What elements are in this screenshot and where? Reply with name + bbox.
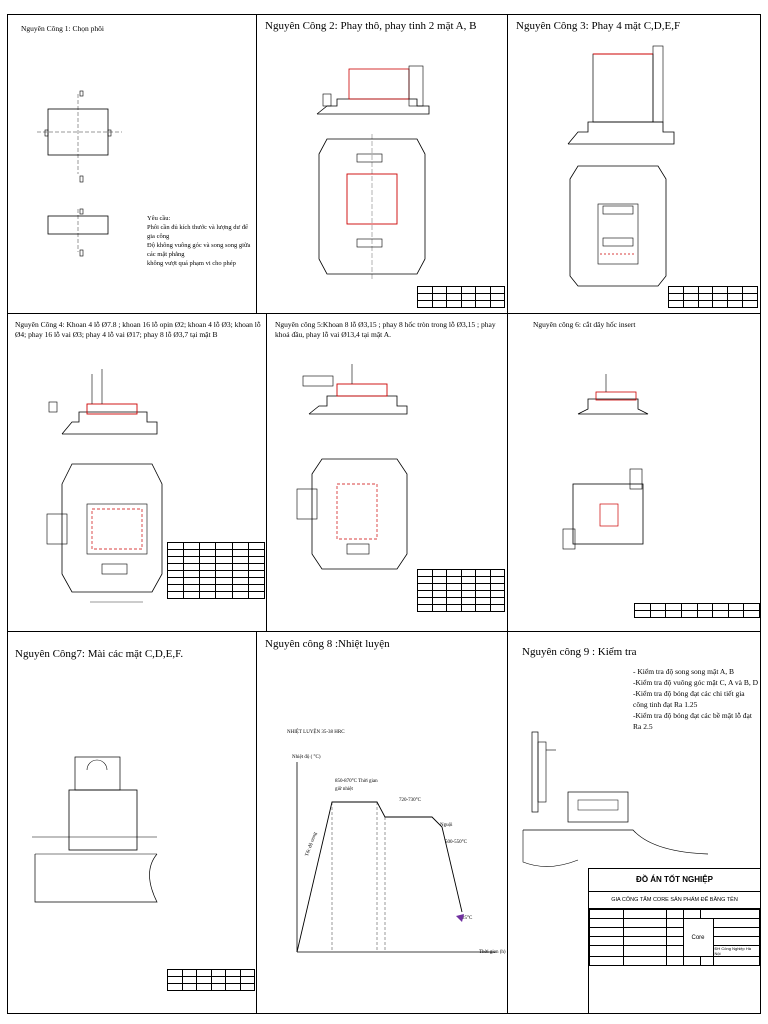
op8-end-label: 25°C (462, 916, 473, 921)
title-block: ĐỒ ÁN TỐT NGHIỆP GIA CÔNG TẤM CORE SẢN P… (588, 868, 761, 1014)
op6-title: Nguyên công 6: cắt dây hốc insert (533, 320, 636, 329)
op7-panel: Nguyên Công7: Mài các mặt C,D,E,F. (7, 632, 257, 1014)
project-subject: GIA CÔNG TẤM CORE SẢN PHẨM ĐẾ BĂNG TÊN (589, 892, 760, 909)
op4-tool-table (166, 542, 266, 599)
op4-title: Nguyên Công 4: Khoan 4 lỗ Ø7.8 ; khoan 1… (15, 320, 261, 339)
op3-title: Nguyên Công 3: Phay 4 mặt C,D,E,F (516, 20, 681, 32)
op5-drawing (296, 364, 408, 570)
op1-title: Nguyên Công 1: Chọn phôi (21, 24, 104, 33)
op2-panel: Nguyên Công 2: Phay thô, phay tinh 2 mặt… (257, 14, 508, 314)
op8-cool-range-label: 500-550°C (445, 840, 467, 845)
op8-cool-label: Nguội (440, 823, 453, 828)
op6-tool-table (634, 603, 760, 618)
op7-drawing (32, 756, 158, 903)
op1-panel: Nguyên Công 1: Chọn phôi Yêu cầu: Phôi c… (7, 14, 257, 314)
op6-panel: Nguyên công 6: cắt dây hốc insert (508, 314, 761, 632)
project-title: ĐỒ ÁN TỐT NGHIỆP (589, 869, 760, 892)
op7-title: Nguyên Công7: Mài các mặt C,D,E,F. (15, 648, 184, 660)
title-block-table: Core ĐH Công Nghiệp Hà Nội (589, 909, 761, 966)
op3-drawing (567, 45, 675, 287)
op9-checklist: - Kiểm tra độ song song mặt A, B -Kiểm t… (633, 667, 758, 731)
op8-title: Nguyên công 8 :Nhiệt luyện (265, 638, 390, 650)
op4-panel: Nguyên Công 4: Khoan 4 lỗ Ø7.8 ; khoan 1… (7, 314, 267, 632)
op4-drawing (46, 369, 163, 603)
op8-panel: Nguyên công 8 :Nhiệt luyện NHIỆT LUYỆN 3… (257, 632, 508, 1014)
op9-drawing (522, 731, 709, 867)
op9-title: Nguyên công 9 : Kiểm tra (522, 646, 637, 658)
op3-panel: Nguyên Công 3: Phay 4 mặt C,D,E,F (508, 14, 761, 314)
op2-tool-table (417, 286, 505, 308)
op8-ylabel: Nhiệt độ ( °C) (292, 755, 321, 760)
op8-hold1-label: 850-870°C Thời gian giữ nhiệt (335, 779, 378, 792)
op7-tool-table (167, 969, 255, 991)
op1-drawing (37, 90, 122, 257)
op5-title: Nguyên công 5:Khoan 8 lỗ Ø3,15 ; phay 8 … (275, 320, 496, 339)
op8-hold2-label: 720-730°C (399, 798, 421, 803)
op3-tool-table (668, 286, 758, 308)
op8-heat-chart (296, 762, 495, 953)
op6-drawing (562, 374, 649, 550)
op1-requirements: Yêu cầu: Phôi cần đủ kích thước và lượng… (147, 215, 251, 267)
op8-heading: NHIỆT LUYỆN 35-38 HRC (287, 730, 345, 735)
op5-tool-table (417, 569, 505, 612)
op2-drawing (316, 65, 430, 279)
op8-xlabel: Thời gian (h) (479, 950, 506, 955)
op9-panel: Nguyên công 9 : Kiểm tra - Kiểm tra độ s… (508, 632, 761, 1014)
op5-panel: Nguyên công 5:Khoan 8 lỗ Ø3,15 ; phay 8 … (267, 314, 508, 632)
op2-title: Nguyên Công 2: Phay thô, phay tinh 2 mặt… (265, 20, 477, 32)
school-name: ĐH Công Nghiệp Hà Nội (712, 945, 761, 957)
part-name: Core (682, 918, 714, 957)
